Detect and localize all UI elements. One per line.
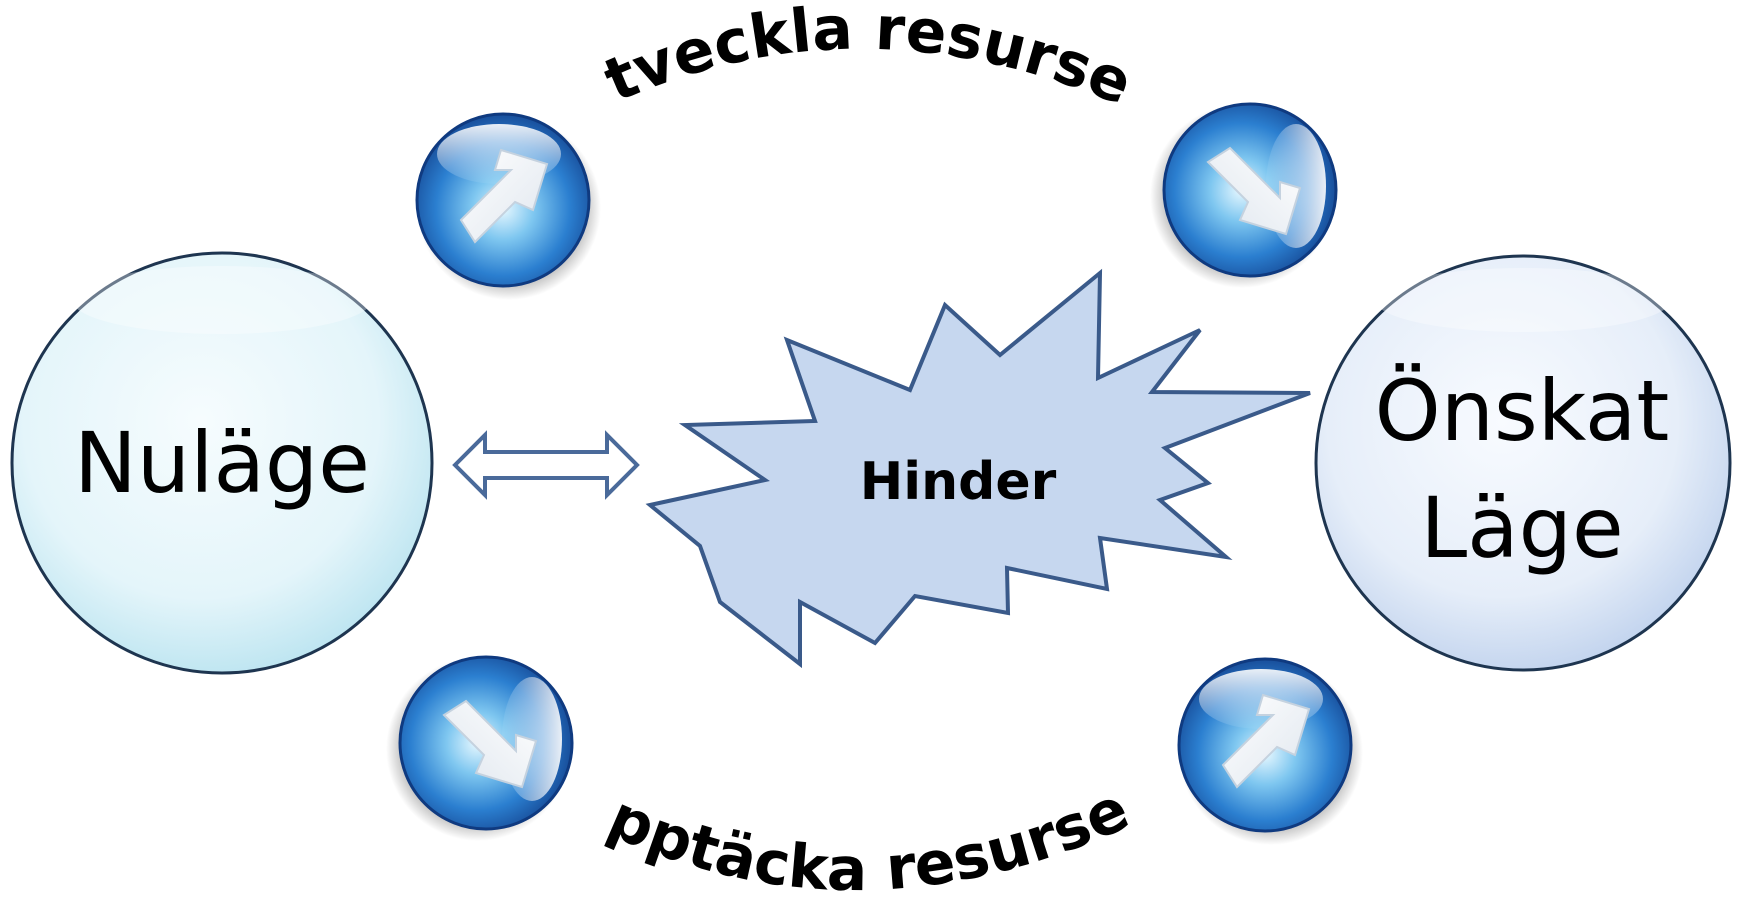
top-path-label: Utveckla resurser <box>0 0 1142 119</box>
obstacle-label: Hinder <box>860 452 1057 512</box>
current-state-node: Nuläge <box>10 251 434 675</box>
double-arrow-icon <box>452 430 640 500</box>
arrow-orb-icon <box>1177 657 1365 847</box>
desired-state-label-line2: Läge <box>1420 479 1623 577</box>
arrow-orb-icon <box>415 112 603 302</box>
arrow-orb-icon <box>1148 102 1338 290</box>
current-state-label: Nuläge <box>74 414 370 512</box>
arrow-orb-icon <box>384 655 574 843</box>
obstacle-node: Hinder <box>645 268 1311 669</box>
desired-state-label-line1: Önskat <box>1375 362 1670 460</box>
desired-state-node: Önskat Läge <box>1314 254 1732 672</box>
